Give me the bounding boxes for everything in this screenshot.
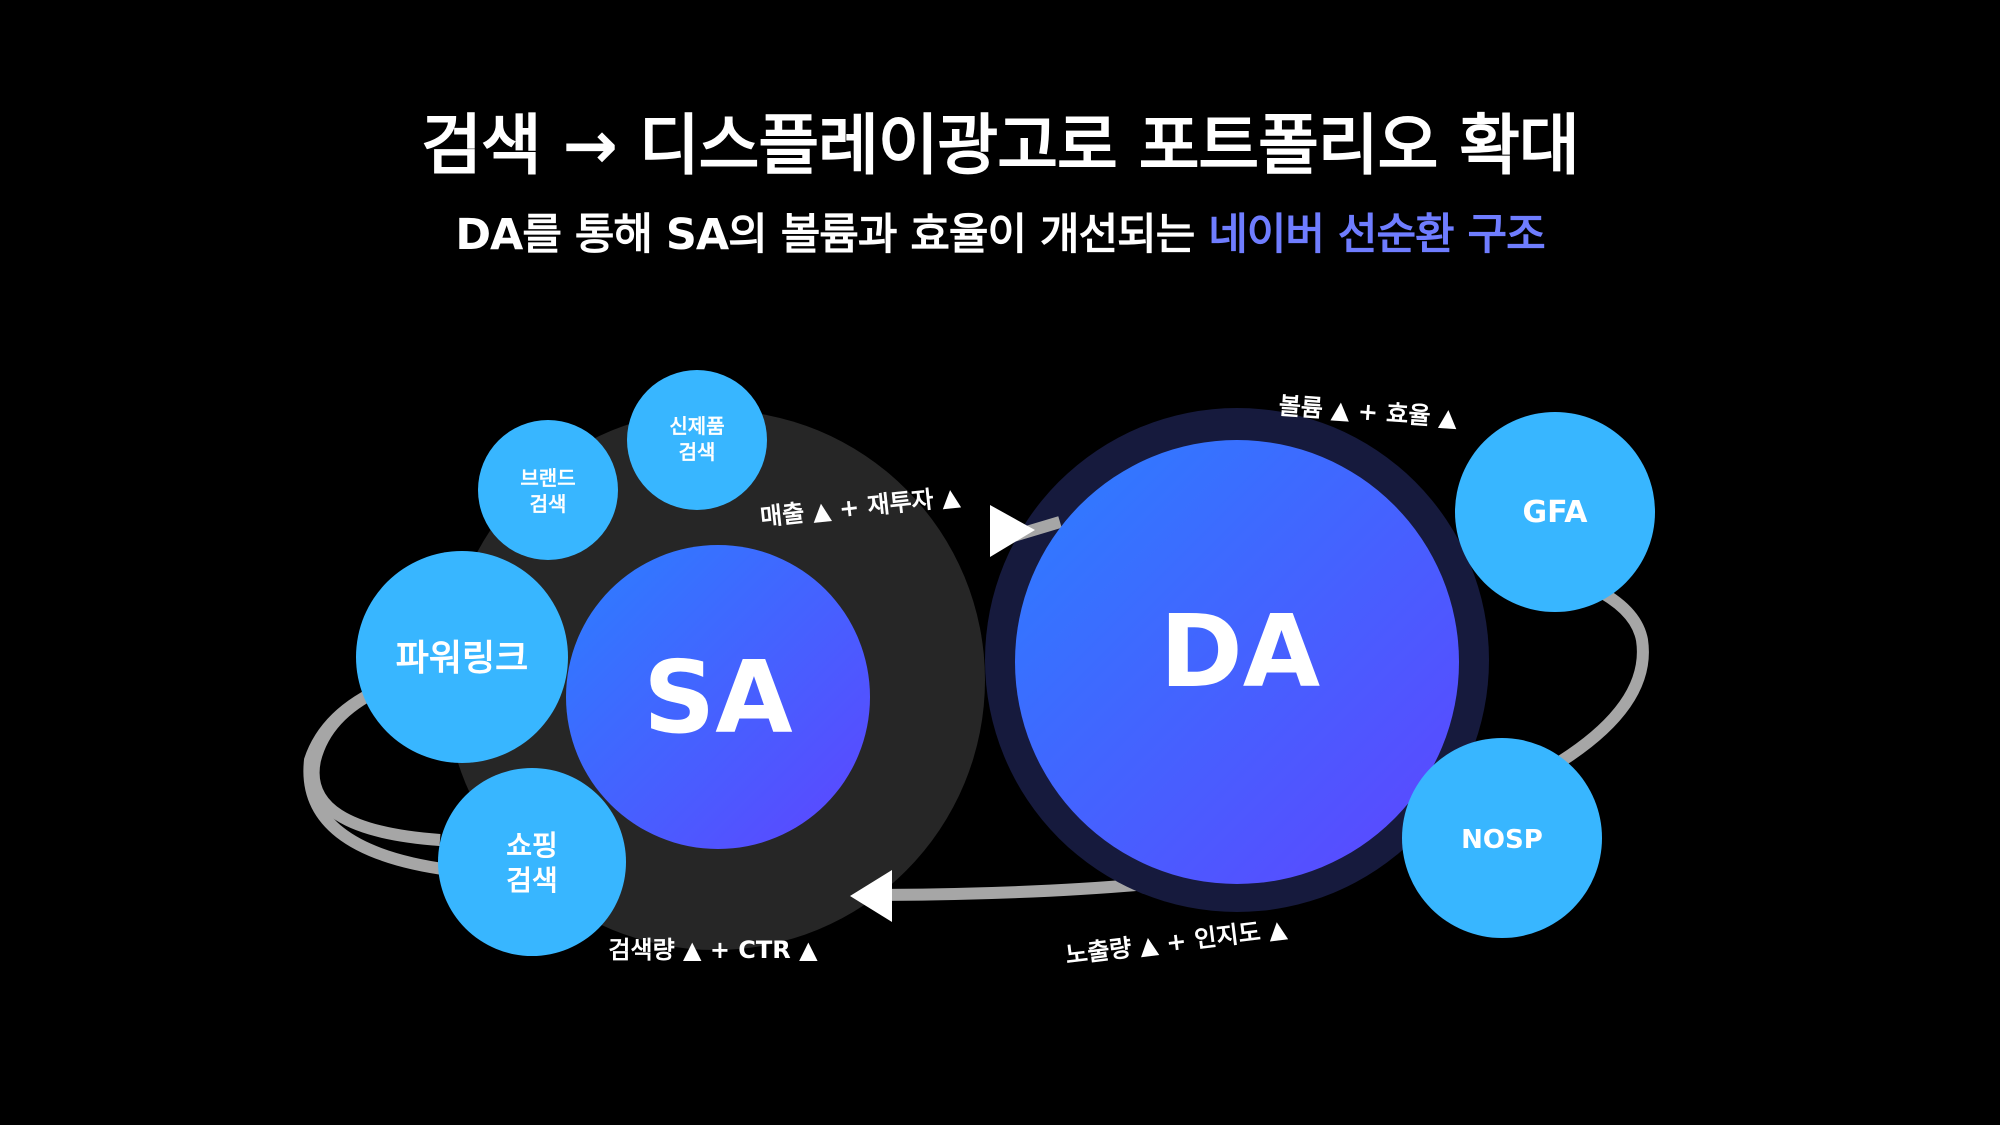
da-core-circle [1015, 440, 1459, 884]
satellite-nosp-label: NOSP [1461, 825, 1543, 855]
satellite-new-product: 신제품 검색 [627, 370, 767, 510]
satellite-nosp: NOSP [1402, 738, 1602, 938]
flow-label-da-to-sa: 노출량 ▲ + 인지도 ▲ [1064, 914, 1289, 969]
arrow-sa-to-da [990, 505, 1035, 557]
satellite-brand-line2: 검색 [530, 492, 567, 516]
arrow-da-to-sa [850, 870, 892, 922]
satellite-gfa: GFA [1455, 412, 1655, 612]
page-subtitle: DA를 통해 SA의 볼륨과 효율이 개선되는 네이버 선순환 구조 [0, 200, 2000, 262]
sa-label: SA [643, 639, 792, 756]
satellite-brand-line1: 브랜드 [520, 466, 575, 490]
satellite-new-product-line1: 신제품 [669, 414, 724, 438]
satellite-shopping-line2: 검색 [506, 864, 558, 897]
da-label: DA [1160, 593, 1320, 710]
satellite-shopping: 쇼핑 검색 [438, 768, 626, 956]
satellite-gfa-label: GFA [1523, 495, 1589, 530]
flow-label-sa-bottom: 검색량 ▲ + CTR ▲ [608, 936, 818, 964]
satellite-powerlink: 파워링크 [356, 551, 568, 763]
sa-core-circle [566, 545, 870, 849]
satellite-powerlink-label: 파워링크 [396, 638, 528, 679]
subtitle-text: DA를 통해 SA의 볼륨과 효율이 개선되는 [455, 210, 1209, 260]
satellite-brand: 브랜드 검색 [478, 420, 618, 560]
satellite-new-product-line2: 검색 [679, 440, 716, 464]
subtitle-highlight: 네이버 선순환 구조 [1208, 210, 1545, 260]
page-title: 검색 → 디스플레이광고로 포트폴리오 확대 [421, 107, 1579, 184]
satellite-shopping-line1: 쇼핑 [506, 829, 558, 862]
